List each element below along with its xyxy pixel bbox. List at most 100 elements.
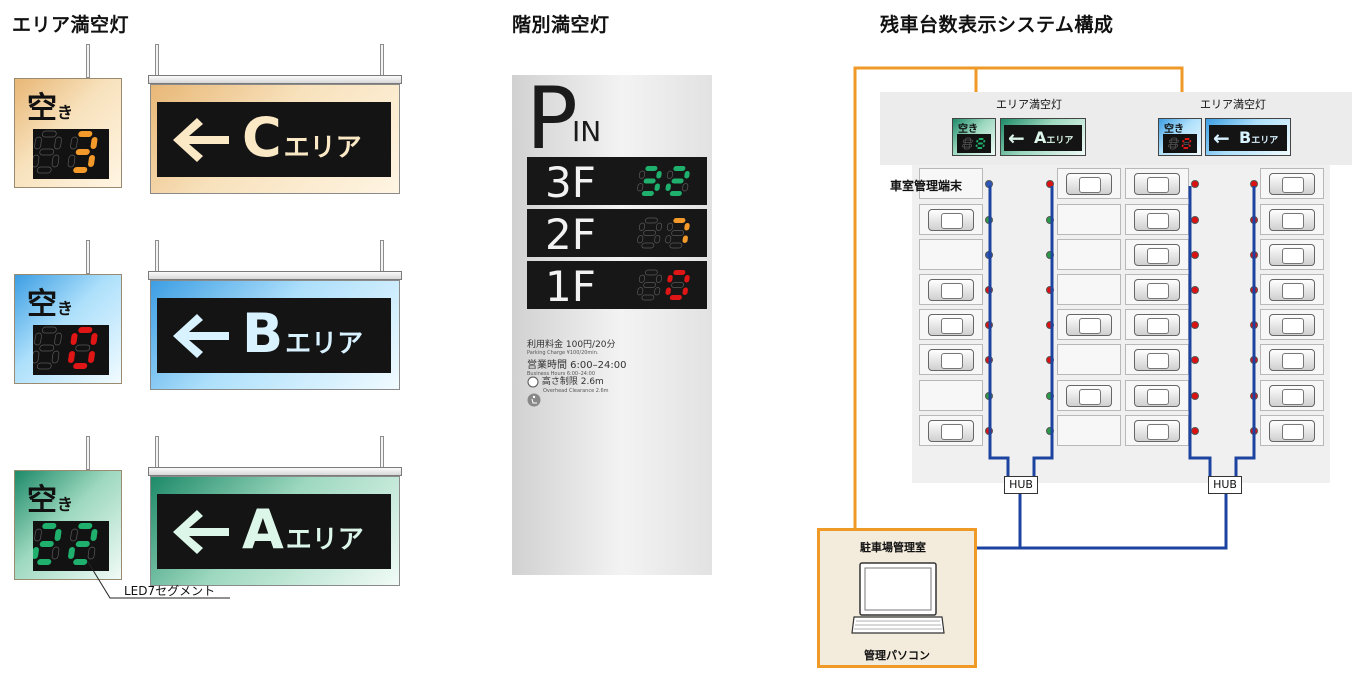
segment-unlit	[51, 154, 60, 168]
parking-space	[1057, 168, 1121, 199]
direction-panel: Bエリア	[150, 280, 400, 390]
segment-unlit	[962, 144, 966, 148]
car-icon	[1134, 314, 1180, 336]
parking-space	[1260, 380, 1324, 411]
car-icon	[1269, 420, 1315, 442]
segment-unlit	[41, 326, 57, 334]
arrow-left-icon	[173, 118, 229, 162]
mini-vacancy-label: 空き	[1164, 124, 1184, 135]
segment-lit	[654, 183, 660, 191]
floor-row-1f: 1F	[527, 261, 707, 311]
car-icon	[1134, 349, 1180, 371]
segment-unlit	[39, 344, 55, 352]
segment-unlit	[1169, 146, 1176, 150]
parking-space	[919, 344, 983, 375]
segment-unlit	[655, 274, 663, 283]
segment-unlit	[51, 546, 60, 560]
segment-lit	[78, 131, 93, 137]
floor-2f-segment-display	[637, 217, 690, 249]
parking-in-label: IN	[572, 115, 602, 148]
mini-b-digits	[1168, 137, 1192, 150]
segment-unlit	[36, 166, 52, 174]
height-label: 高さ制限 2.6m	[541, 377, 604, 387]
car-icon	[928, 314, 974, 336]
segment-unlit	[1175, 139, 1179, 143]
segment-lit	[667, 275, 673, 283]
segment-lit	[90, 137, 98, 149]
segment-lit	[673, 218, 686, 223]
segment-lit	[682, 287, 688, 295]
parking-space	[919, 309, 983, 340]
segment-unlit	[969, 139, 973, 143]
car-icon	[1269, 349, 1315, 371]
mini-sign-b-counter: 空き	[1158, 118, 1202, 156]
segment-lit	[645, 166, 658, 171]
segment-unlit	[1171, 137, 1177, 141]
car-icon	[928, 209, 974, 231]
fee-info: 利用料金 100円/20分 Parking Charge ¥100/20min.	[527, 337, 616, 356]
floor-label: 3F	[545, 158, 596, 207]
segment-lit	[70, 333, 78, 345]
parking-space	[1125, 239, 1189, 270]
segment-unlit	[1170, 142, 1177, 145]
segment-unlit	[671, 282, 684, 288]
floor-label: 1F	[545, 262, 596, 311]
segment-lit	[73, 167, 88, 173]
segment-lit	[1188, 144, 1191, 147]
segment-lit	[673, 270, 686, 275]
hours-sub: Business Hours 6:00–24:00	[527, 371, 596, 377]
segment-display	[32, 521, 109, 571]
parking-space	[1125, 204, 1189, 235]
segment-unlit	[654, 235, 661, 244]
segment-lit	[32, 547, 39, 559]
parking-space	[1260, 168, 1324, 199]
segment-display	[31, 325, 109, 375]
car-icon	[1066, 173, 1112, 195]
arrow-left-icon	[173, 510, 229, 554]
segment-lit	[643, 178, 656, 184]
segment-unlit	[643, 282, 656, 288]
hours-info: 営業時間 6:00–24:00 Business Hours 6:00–24:0…	[527, 356, 626, 377]
direction-panel-face: Cエリア	[157, 102, 391, 177]
segment-unlit	[644, 217, 658, 224]
car-icon	[1134, 279, 1180, 301]
segment-lit	[68, 547, 75, 559]
segment-unlit	[671, 230, 684, 236]
mini-sign-a-counter: 空き	[952, 118, 996, 156]
hanging-rod	[86, 44, 90, 78]
hanging-rod	[86, 436, 90, 470]
segment-unlit	[70, 528, 78, 542]
car-icon	[1134, 420, 1180, 442]
floor-row-3f: 3F	[527, 157, 707, 207]
segment-lit	[671, 178, 684, 184]
segment-lit	[37, 559, 52, 565]
management-room: 駐車場管理室 管理パソコン	[817, 528, 977, 668]
segment-unlit	[31, 350, 40, 364]
segment-lit	[977, 142, 983, 145]
segment-lit	[665, 183, 671, 191]
segment-lit	[88, 155, 95, 167]
floor-1f-segment-display	[637, 269, 690, 301]
segment-unlit	[51, 350, 60, 364]
car-icon	[1134, 209, 1180, 231]
vacancy-counter-panel: 空き	[14, 470, 122, 580]
segment-lit	[1189, 140, 1192, 143]
segment-unlit	[969, 144, 973, 148]
segment-lit	[673, 166, 686, 171]
mini-sign-b-direction: ← Bエリア	[1205, 118, 1291, 156]
space-sensor-lamp	[1046, 180, 1054, 188]
segment-lit	[75, 541, 90, 547]
system-heading: 残車台数表示システム構成	[880, 14, 1114, 36]
parking-space	[919, 239, 983, 270]
car-icon	[1269, 173, 1315, 195]
vacancy-label: 空き	[27, 483, 74, 518]
led-callout-label: LED7セグメント	[124, 584, 216, 598]
terminal-label: 車室管理端末	[890, 179, 963, 193]
floor-label: 2F	[545, 210, 596, 259]
direction-panel: Cエリア	[150, 84, 400, 194]
parking-space	[919, 168, 983, 199]
car-icon	[1269, 314, 1315, 336]
area-name: Bエリア	[242, 302, 364, 365]
area-lamp-heading: エリア満空灯	[12, 14, 130, 36]
